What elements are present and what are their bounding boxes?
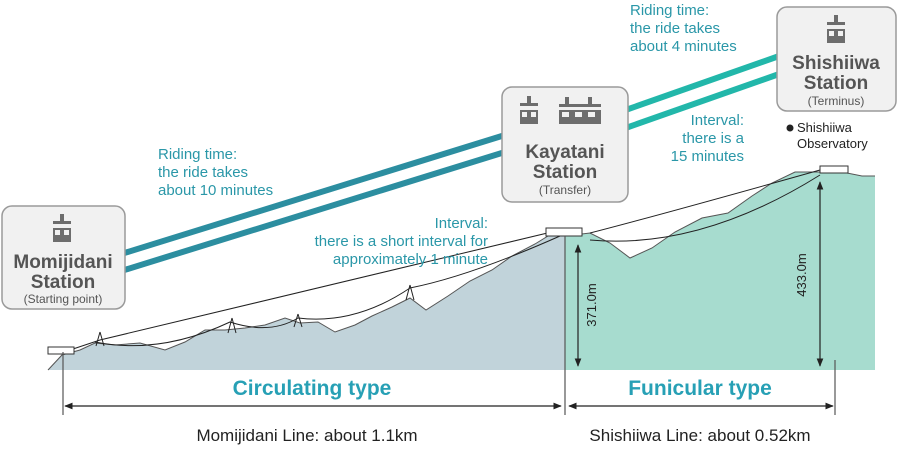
riding-time-value: about 4 minutes bbox=[630, 38, 737, 55]
riding-time-text: the ride takes bbox=[158, 164, 248, 181]
momijidani-platform bbox=[47, 346, 75, 355]
station-name: Shishiiwa bbox=[792, 53, 880, 74]
station-role: (Starting point) bbox=[24, 292, 103, 306]
interval-value: 15 minutes bbox=[671, 148, 744, 165]
circulating-type-label: Circulating type bbox=[233, 377, 392, 400]
shishiiwa-line-length: Shishiiwa Line: about 0.52km bbox=[589, 426, 810, 445]
shishiiwa-ropeway-line bbox=[619, 52, 783, 133]
funicular-type-label: Funicular type bbox=[628, 377, 772, 400]
riding-time-text: the ride takes bbox=[630, 20, 720, 37]
station-role: (Transfer) bbox=[539, 183, 591, 197]
interval-heading: Interval: bbox=[691, 112, 744, 129]
observatory-label-line2: Observatory bbox=[797, 136, 868, 151]
interval-text: there is a short interval for bbox=[315, 233, 488, 250]
cable-lines bbox=[69, 169, 821, 351]
observatory-label-line1: Shishiiwa bbox=[797, 120, 853, 135]
station-name-suffix: Station bbox=[31, 272, 95, 293]
station-name: Kayatani bbox=[525, 142, 604, 163]
gondola-icon bbox=[520, 96, 538, 124]
interval-heading: Interval: bbox=[435, 215, 488, 232]
gondola-icon bbox=[827, 15, 845, 43]
shishiiwa-station: Shishiiwa Station (Terminus) bbox=[776, 6, 897, 112]
mountain-right bbox=[565, 172, 875, 370]
station-role: (Terminus) bbox=[808, 94, 865, 108]
shishiiwa-height-label: 433.0m bbox=[794, 253, 809, 296]
station-name: Momijidani bbox=[13, 252, 112, 273]
momijidani-riding-time: Riding time: the ride takes about 10 min… bbox=[158, 146, 273, 199]
riding-time-heading: Riding time: bbox=[158, 146, 237, 163]
momijidani-interval: Interval: there is a short interval for … bbox=[315, 215, 488, 268]
shishiiwa-height-marker: 433.0m bbox=[794, 181, 824, 367]
momijidani-line-length: Momijidani Line: about 1.1km bbox=[196, 426, 417, 445]
station-name-suffix: Station bbox=[533, 162, 597, 183]
observatory-dot-icon bbox=[786, 124, 794, 132]
funicular-car-icon bbox=[559, 97, 601, 124]
gondola-icon bbox=[53, 214, 71, 242]
interval-text: there is a bbox=[682, 130, 744, 147]
kayatani-platform bbox=[545, 227, 583, 237]
station-name-suffix: Station bbox=[804, 73, 868, 94]
shishiiwa-riding-time: Riding time: the ride takes about 4 minu… bbox=[630, 2, 737, 55]
kayatani-height-label: 371.0m bbox=[584, 283, 599, 326]
kayatani-station: Kayatani Station (Transfer) bbox=[501, 86, 629, 203]
mountain-outline bbox=[47, 171, 875, 371]
riding-time-heading: Riding time: bbox=[630, 2, 709, 19]
interval-value: approximately 1 minute bbox=[333, 251, 488, 268]
shishiiwa-interval: Interval: there is a 15 minutes bbox=[671, 112, 745, 165]
shishiiwa-platform bbox=[819, 165, 849, 174]
momijidani-station: Momijidani Station (Starting point) bbox=[1, 205, 126, 310]
shishiiwa-observatory: Shishiiwa Observatory bbox=[786, 120, 868, 151]
riding-time-value: about 10 minutes bbox=[158, 182, 273, 199]
mountain-left bbox=[48, 236, 565, 370]
kayatani-height-marker: 371.0m bbox=[574, 244, 599, 367]
momijidani-ropeway-line bbox=[117, 132, 506, 275]
support-towers bbox=[95, 284, 415, 347]
